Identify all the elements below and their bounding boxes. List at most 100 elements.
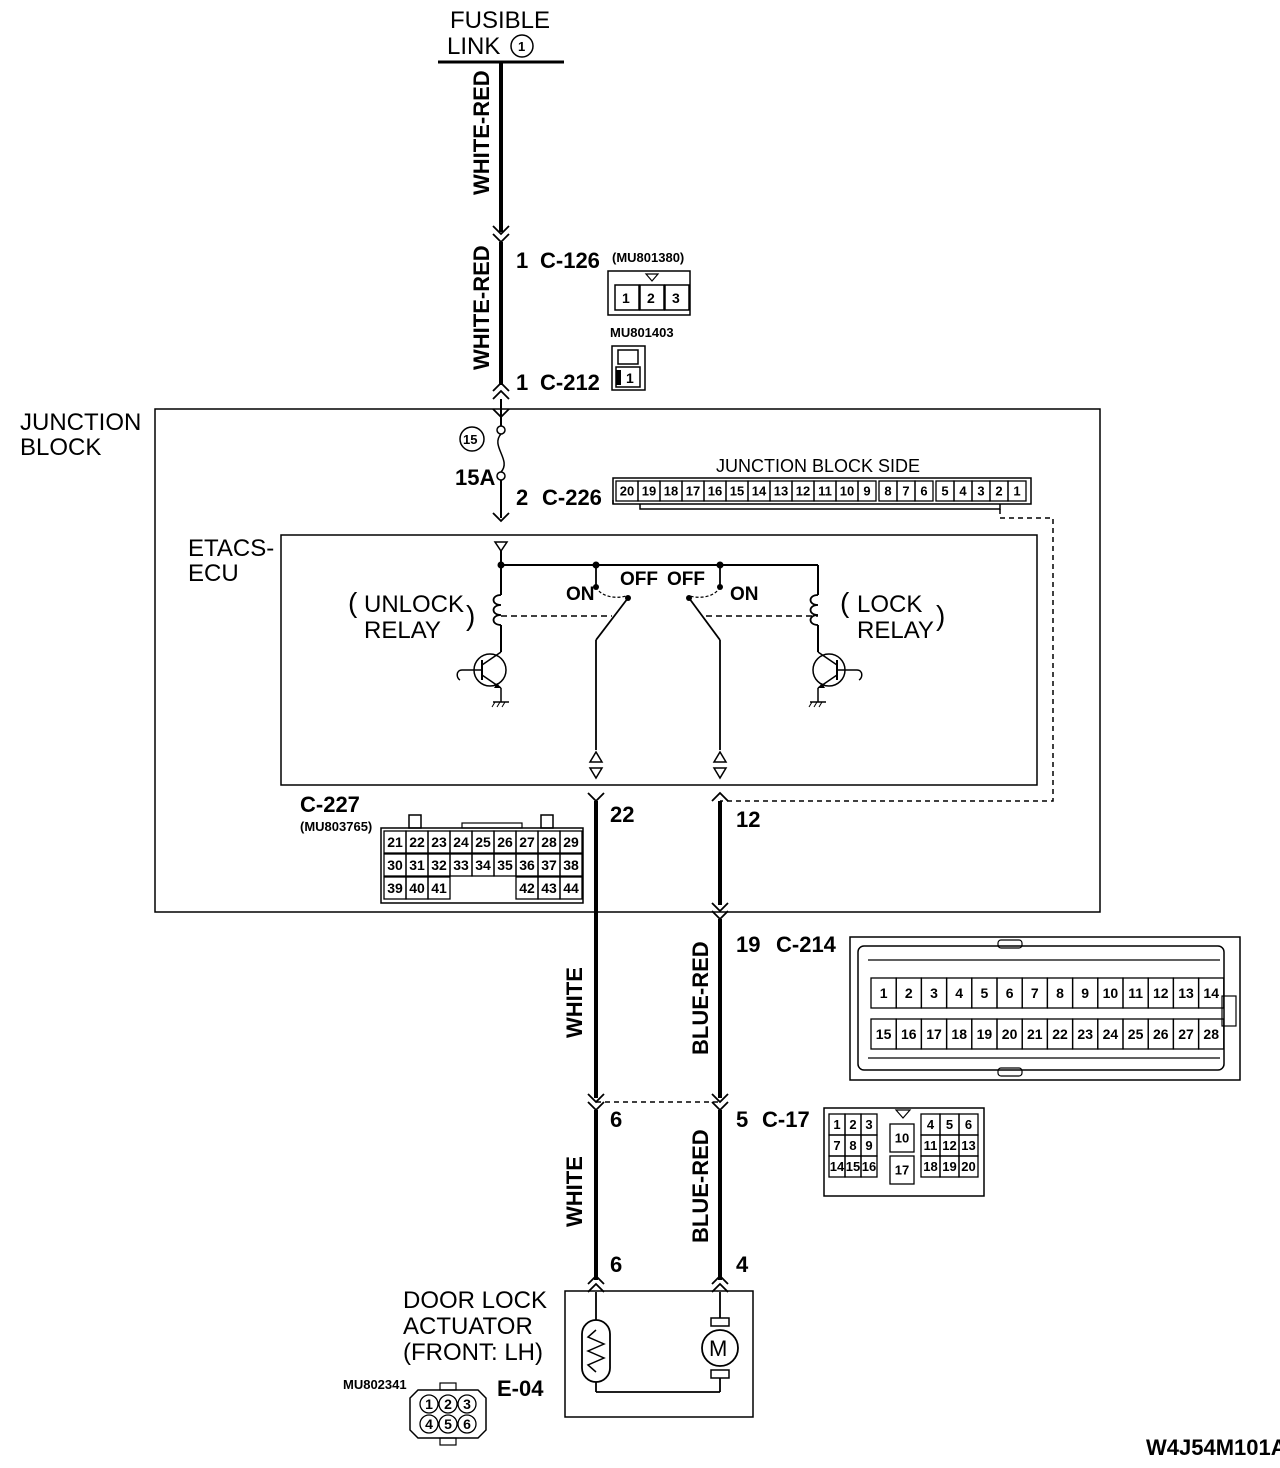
unlock-switch [501,565,631,750]
c226-pin-16: 16 [708,484,722,499]
c227-pin-41: 41 [431,880,447,896]
wire-label-blue-red-1: BLUE-RED [688,941,713,1055]
fusible-link-number-circle [510,34,534,58]
e04-name: E-04 [497,1376,544,1401]
fuse-rating: 15A [455,465,495,490]
c227-pin-39: 39 [387,880,403,896]
c17-pin-5: 5 [946,1117,953,1132]
e04-pin-3: 3 [463,1396,471,1412]
e04-pin-5-circle [438,1414,458,1434]
c17-pin-1: 1 [833,1117,840,1132]
c214-pin-23: 23 [1077,1026,1093,1042]
c214-pin: 19 [736,932,760,957]
etacs-label-2: ECU [188,560,239,587]
c227-pin-36: 36 [519,857,535,873]
lock-on-label: ON [730,584,759,605]
c226-pin-15: 15 [730,484,744,499]
c214-pin-26: 26 [1153,1026,1169,1042]
c227-pin-40: 40 [409,880,425,896]
c214-pin-24: 24 [1103,1026,1119,1042]
junction-block-label-1: JUNCTION [20,409,141,436]
c226-pin-17: 17 [686,484,700,499]
unlock-relay-coil [492,565,502,652]
c214-pin-14-cell [1197,977,1225,1009]
c17-name: C-17 [762,1107,810,1132]
c17-pin-17-cell [889,1155,915,1185]
blue-red-wire [711,791,729,1318]
c17-pin-13: 13 [961,1138,975,1153]
c214-pin-5: 5 [981,985,989,1001]
c17-pin-17: 17 [895,1163,909,1178]
fusible-link: FUSIBLE LINK 1 [438,7,564,64]
unlock-paren-close: ) [466,600,475,631]
c226-pin-14: 14 [752,484,767,499]
c126-name: C-126 [540,248,600,273]
c227-pin-22: 22 [409,834,425,850]
c126-pin-2: 2 [647,290,655,306]
lock-off-label: OFF [667,569,705,590]
lock-relay-label-1: LOCK [857,591,922,618]
c17-pin-7: 7 [833,1138,840,1153]
fuse-terminal-top [496,425,506,435]
c214-pin-3: 3 [930,985,938,1001]
c214-pin-20: 20 [1002,1026,1018,1042]
c214-pin-9: 9 [1081,985,1089,1001]
c226-pin-3: 3 [977,484,984,499]
pin-number-6-upper: 6 [610,1107,622,1132]
c214-pin-14: 14 [1203,985,1219,1001]
white-red-wire [492,62,510,426]
unlock-on-label: ON [566,584,595,605]
c227-name: C-227 [300,792,360,817]
lock-transistor [808,651,863,708]
c226-pin-13: 13 [774,484,788,499]
c227-pin-30: 30 [387,857,403,873]
c17-pin-14: 14 [830,1159,845,1174]
lock-switch [686,565,818,750]
c214-pin-6: 6 [1006,985,1014,1001]
pin-number-5: 5 [736,1107,748,1132]
c227-part: (MU803765) [300,819,372,834]
c226-pin-20: 20 [620,484,634,499]
c17-pin-16-cell [860,1155,878,1178]
c214-pin-19: 19 [977,1026,993,1042]
c214-pin-12: 12 [1153,985,1169,1001]
lock-relay-coil [809,565,819,652]
fusible-link-label-1: FUSIBLE [450,7,550,34]
fuse-terminal-bottom [496,471,506,481]
pin-number-22: 22 [610,802,634,827]
c17-pin-12: 12 [942,1138,956,1153]
c227-pin-37: 37 [541,857,557,873]
c227-pin-43: 43 [541,880,557,896]
lock-relay-label-2: RELAY [857,617,934,644]
c17-pin-16: 16 [862,1159,876,1174]
c214-pin-11: 11 [1128,985,1143,1001]
c227-pin-41-cell [427,876,451,900]
c226-pin-1: 1 [1013,484,1020,499]
c214-pin-17: 17 [926,1026,942,1042]
c126-pin: 1 [516,248,528,273]
e04-pin-4: 4 [425,1416,433,1432]
c226-pin-7: 7 [902,484,909,499]
c214-pin-10: 10 [1103,985,1119,1001]
c226-name: C-226 [542,485,602,510]
c227-pin-44: 44 [563,880,579,896]
c126-pin-1: 1 [622,290,630,306]
c212-part: MU801403 [610,325,674,340]
pin-number-6-lower: 6 [610,1252,622,1277]
wire-label-white-1: WHITE [562,967,587,1038]
c17-pin-8: 8 [849,1138,856,1153]
etacs-ecu: ETACS- ECU ( UNLOCK [188,534,1038,786]
c226-pin-12: 12 [796,484,810,499]
figure-code: W4J54M101A [1146,1435,1280,1460]
white-wire [587,792,605,1320]
c227-pin-34: 34 [475,857,491,873]
c227-pin-38-cell [559,853,583,877]
lock-paren-open: ( [840,587,850,618]
c226-pin-1-cell [1007,480,1027,502]
connector-c212: MU801403 1 C-212 1 [516,325,674,395]
